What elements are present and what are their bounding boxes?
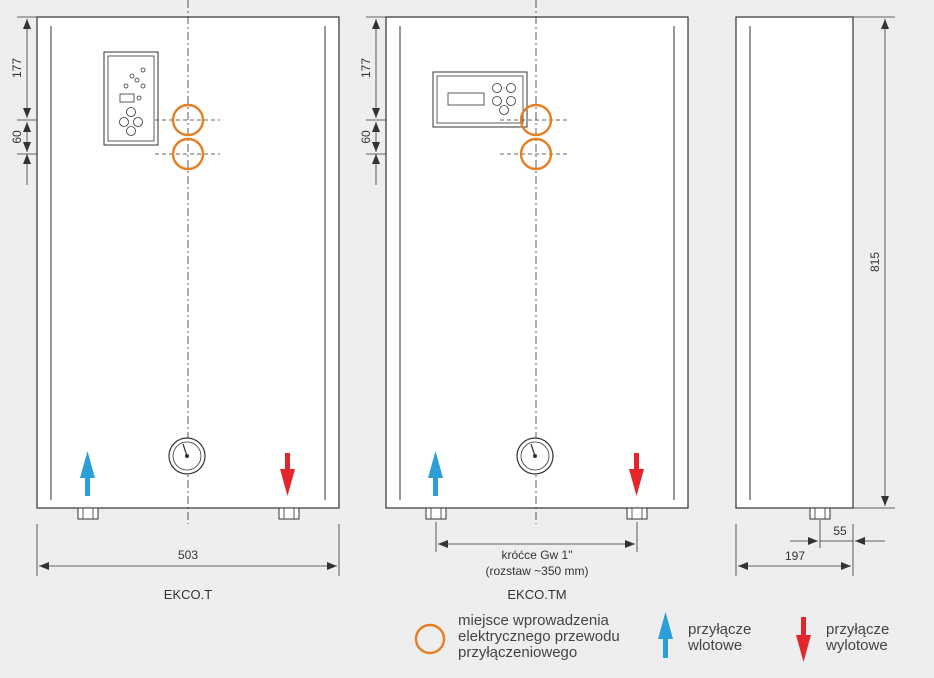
dimension-lines-t	[17, 16, 340, 576]
model-label-t: EKCO.T	[164, 587, 212, 602]
pipe-fitting	[77, 507, 99, 520]
orange-circle-icon	[414, 623, 446, 655]
dim-177-t: 177	[10, 58, 24, 78]
dim-60-t: 60	[10, 130, 24, 144]
blue-up-arrow-icon	[428, 451, 443, 496]
control-panel-tm	[432, 71, 528, 128]
dimension-lines-side	[735, 16, 895, 576]
dim-height: 815	[868, 252, 882, 272]
pressure-gauge-icon	[168, 437, 206, 475]
blue-up-arrow-icon	[80, 451, 95, 496]
front-view-ekco-tm	[385, 0, 689, 524]
dim-177-tm: 177	[359, 58, 373, 78]
pipe-fitting	[809, 507, 831, 520]
legend-inlet-line1: przyłącze	[688, 621, 751, 638]
boiler-body-tm	[385, 16, 689, 509]
legend-inlet-line2: wlotowe	[687, 637, 742, 654]
dim-width-t: 503	[178, 548, 198, 562]
cable-entry-circle	[171, 137, 205, 171]
red-down-arrow-icon	[280, 453, 295, 496]
red-down-arrow-icon	[629, 453, 644, 496]
pressure-gauge-icon	[516, 437, 554, 475]
legend-outlet-line1: przyłącze	[826, 621, 889, 638]
dim-depth-offset: 55	[833, 524, 847, 538]
cable-entry-circle	[519, 103, 553, 137]
model-label-tm: EKCO.TM	[507, 587, 566, 602]
pipe-fitting	[278, 507, 300, 520]
connection-label-line1: króćce Gw 1"	[502, 548, 573, 562]
dim-depth: 197	[785, 549, 805, 563]
front-view-ekco-t	[36, 0, 340, 524]
legend-cable-line2: elektrycznego przewodu	[458, 628, 620, 645]
red-down-arrow-icon	[796, 617, 811, 662]
boiler-side-body	[735, 16, 854, 509]
pipe-fitting	[425, 507, 447, 520]
blue-up-arrow-icon	[658, 612, 673, 658]
dimension-lines-tm	[366, 16, 638, 552]
legend-cable-line3: przyłączeniowego	[458, 644, 577, 661]
legend-cable-line1: miejsce wprowadzenia	[458, 612, 610, 629]
cable-entry-circle	[519, 137, 553, 171]
side-view	[735, 16, 854, 520]
control-panel-t	[103, 51, 159, 146]
connection-label-line2: (rozstaw ~350 mm)	[485, 564, 588, 578]
legend: miejsce wprowadzenia elektrycznego przew…	[414, 612, 889, 662]
dim-60-tm: 60	[359, 130, 373, 144]
legend-outlet-line2: wylotowe	[825, 637, 888, 654]
pipe-fitting	[626, 507, 648, 520]
cable-entry-circle	[171, 103, 205, 137]
